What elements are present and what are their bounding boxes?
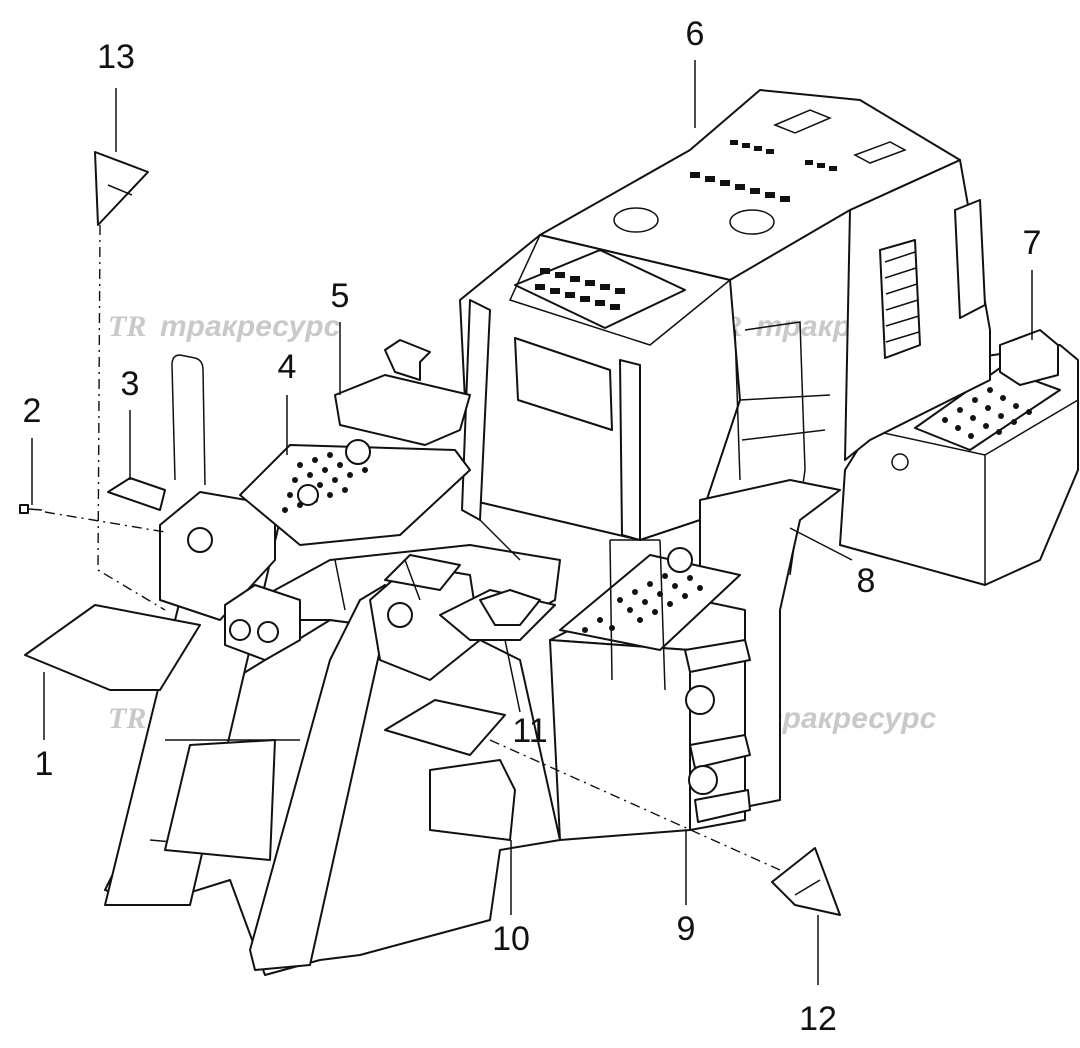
leader-lines	[31, 60, 1033, 985]
callout-7: 7	[1023, 224, 1042, 262]
callout-5: 5	[331, 277, 350, 315]
fender-perforation	[942, 387, 1032, 439]
cab	[459, 89, 991, 541]
callouts: 1 2 3 4 5 6 7 8 9 10 11 12 13	[23, 15, 1042, 1038]
callout-10: 10	[492, 920, 530, 958]
assembly-lines	[44, 224, 781, 871]
callout-11: 11	[512, 712, 547, 750]
callout-12: 12	[799, 1000, 837, 1038]
watermark-logo: TR	[108, 310, 146, 343]
callout-13: 13	[97, 38, 135, 76]
watermark-top-left: TR тракресурс	[108, 310, 341, 343]
callout-8: 8	[857, 562, 876, 600]
roof-vents	[690, 140, 837, 202]
callout-4: 4	[278, 348, 297, 386]
callout-9: 9	[677, 910, 696, 948]
bolt-part-2	[19, 504, 43, 514]
main-frame	[24, 339, 561, 976]
watermark-text: тракресурс	[160, 310, 341, 343]
callout-1: 1	[35, 745, 54, 783]
tank-perforation	[582, 573, 703, 633]
callout-2: 2	[23, 392, 42, 430]
watermark-text: тракресурс	[756, 702, 937, 735]
wedge-part-13	[94, 151, 149, 226]
right-fender-box	[839, 329, 1079, 586]
callout-6: 6	[686, 15, 705, 53]
callout-3: 3	[121, 365, 140, 403]
fuel-tank	[549, 539, 751, 841]
watermark-logo: TR	[108, 702, 146, 735]
wedge-part-12	[771, 847, 841, 916]
front-vent	[514, 249, 686, 329]
